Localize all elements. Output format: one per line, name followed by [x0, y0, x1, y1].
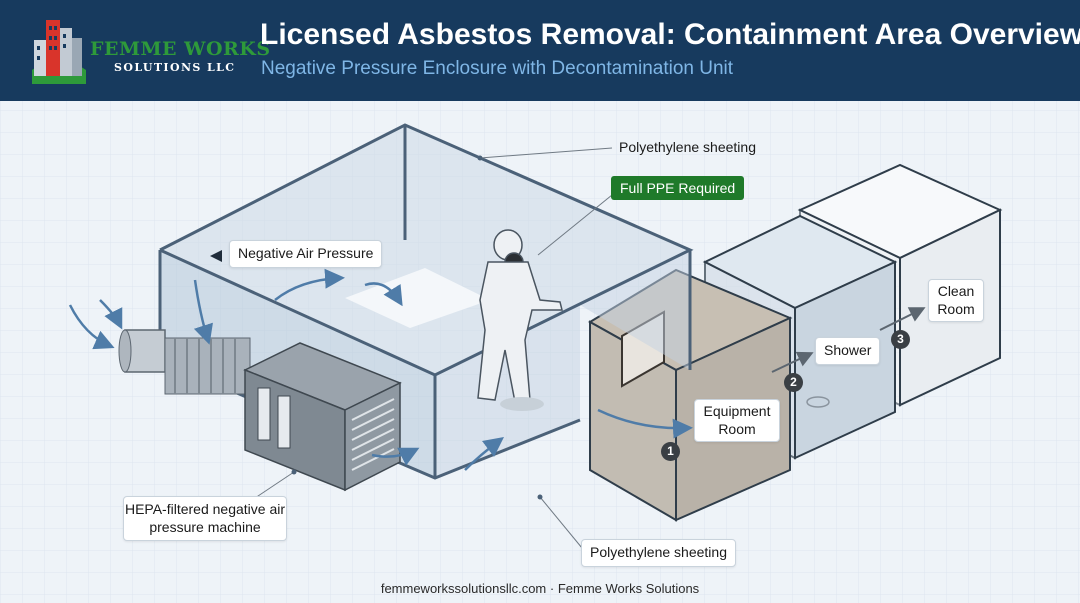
label-shower: Shower	[815, 337, 881, 365]
page-title: Licensed Asbestos Removal: Containment A…	[260, 18, 1080, 51]
worker-in-ppe	[477, 229, 563, 411]
label-clean-room: Clean Room	[928, 279, 984, 322]
label-polyethylene-bottom: Polyethylene sheeting	[581, 539, 736, 567]
footer-credit: femmeworkssolutionsllc.com · Femme Works…	[380, 581, 700, 596]
logo-subtitle: SOLUTIONS LLC	[114, 61, 236, 74]
header-banner: FEMME WORKS SOLUTIONS LLC Licensed Asbes…	[0, 0, 1080, 101]
airflow-arrows	[68, 268, 693, 471]
step-1-marker: 1	[661, 442, 680, 461]
step-2-marker: 2	[784, 373, 803, 392]
company-logo: FEMME WORKS SOLUTIONS LLC	[28, 14, 270, 86]
logo-name: FEMME WORKS	[90, 38, 271, 60]
hepa-machine	[118, 329, 402, 492]
step-3-marker: 3	[891, 330, 910, 349]
label-negative-air-pressure: Negative Air Pressure	[229, 240, 383, 268]
diagram-canvas: Polyethylene sheeting Full PPE Required …	[0, 101, 1080, 603]
label-hepa-machine: HEPA-filtered negative air pressure mach…	[123, 496, 287, 541]
ppe-badge: Full PPE Required	[611, 176, 745, 200]
label-equipment-room: Equipment Room	[694, 399, 780, 442]
page-subtitle: Negative Pressure Enclosure with Deconta…	[261, 58, 734, 79]
label-polyethylene-top: Polyethylene sheeting	[619, 139, 756, 155]
building-logo-icon	[32, 20, 86, 84]
